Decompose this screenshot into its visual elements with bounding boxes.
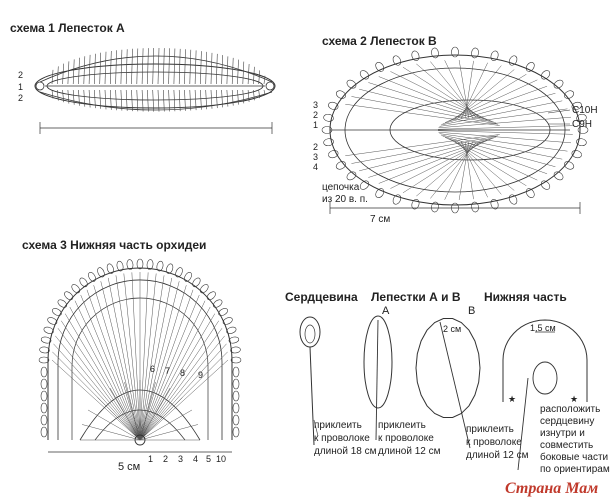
watermark-logo: Страна Мам xyxy=(505,480,598,497)
scheme-3-inner-number: 8 xyxy=(180,368,185,378)
petal-a-drawing xyxy=(363,315,393,441)
petal-b-label: В xyxy=(468,305,475,317)
scheme-1-row-label: 2 xyxy=(18,70,23,80)
scheme-3-title: схема 3 Нижняя часть орхидеи xyxy=(22,238,206,252)
petal-a-note: к проволоке xyxy=(378,433,434,444)
stitch-label-c9h: С9Н xyxy=(572,119,592,130)
petal-a-label: А xyxy=(382,305,390,317)
petal-a-note: длиной 12 см xyxy=(378,446,441,457)
chain-note: цепочка xyxy=(322,182,360,193)
scheme-2-row-label: 4 xyxy=(313,162,318,172)
scheme-3-width: 5 см xyxy=(118,461,140,473)
scheme-3-row-number: 10 xyxy=(216,454,226,464)
scheme-1-row-label: 1 xyxy=(18,82,23,92)
lower-part-note: совместить xyxy=(540,440,593,451)
scheme-3-row-number: 2 xyxy=(163,454,168,464)
petal-b-drawing xyxy=(415,318,481,449)
lower-part-note: по ориентирам xyxy=(540,464,610,475)
heart-note: к проволоке xyxy=(314,433,370,444)
petal-b-dim: 2 см xyxy=(443,324,461,334)
petals-title: Лепестки А и В xyxy=(371,290,461,304)
scheme-3-inner-number: 7 xyxy=(165,366,170,376)
svg-text:★: ★ xyxy=(570,394,578,404)
lower-part-dim: 1,5 см xyxy=(530,323,556,333)
scheme-1-petal-a xyxy=(34,47,276,134)
scheme-2-row-label: 3 xyxy=(313,152,318,162)
heart-note: длиной 18 см xyxy=(314,446,377,457)
lower-part-note: расположить xyxy=(540,404,600,415)
scheme-3-row-number: 5 xyxy=(206,454,211,464)
lower-part-note: сердцевину xyxy=(540,416,594,427)
scheme-2-row-label: 2 xyxy=(313,110,318,120)
scheme-3-inner-number: 6 xyxy=(150,364,155,374)
scheme-2-row-label: 2 xyxy=(313,142,318,152)
scheme-3-inner-number: 9 xyxy=(198,370,203,380)
lower-part-note: боковые части xyxy=(540,451,608,463)
heart-drawing xyxy=(299,316,321,446)
heart-title: Сердцевина xyxy=(285,290,358,304)
petal-b-note: приклеить xyxy=(466,424,514,435)
stitch-label-c10h: С10Н xyxy=(572,105,598,116)
scheme-3-row-number: 1 xyxy=(148,454,153,464)
lower-part-note: изнутри и xyxy=(540,428,585,439)
petal-a-note: приклеить xyxy=(378,420,426,431)
scheme-3-lower-part xyxy=(38,258,242,453)
scheme-3-row-number: 3 xyxy=(178,454,183,464)
scheme-3-row-number: 4 xyxy=(193,454,198,464)
scheme-2-row-label: 1 xyxy=(313,120,318,130)
petal-b-note: к проволоке xyxy=(466,437,522,448)
scheme-2-row-label: 3 xyxy=(313,100,318,110)
scheme-2-width: 7 см xyxy=(370,214,390,225)
lower-part-drawing: ★ ★ xyxy=(502,319,588,471)
scheme-2-petal-b xyxy=(321,46,589,214)
lower-part-title: Нижняя часть xyxy=(484,290,567,304)
svg-text:★: ★ xyxy=(508,394,516,404)
heart-note: приклеить xyxy=(314,420,362,431)
petal-b-note: длиной 12 см xyxy=(466,450,529,461)
chain-note: из 20 в. п. xyxy=(322,194,368,205)
scheme-1-row-label: 2 xyxy=(18,93,23,103)
scheme-2-title: схема 2 Лепесток В xyxy=(322,34,437,48)
scheme-1-title: схема 1 Лепесток А xyxy=(10,21,125,35)
